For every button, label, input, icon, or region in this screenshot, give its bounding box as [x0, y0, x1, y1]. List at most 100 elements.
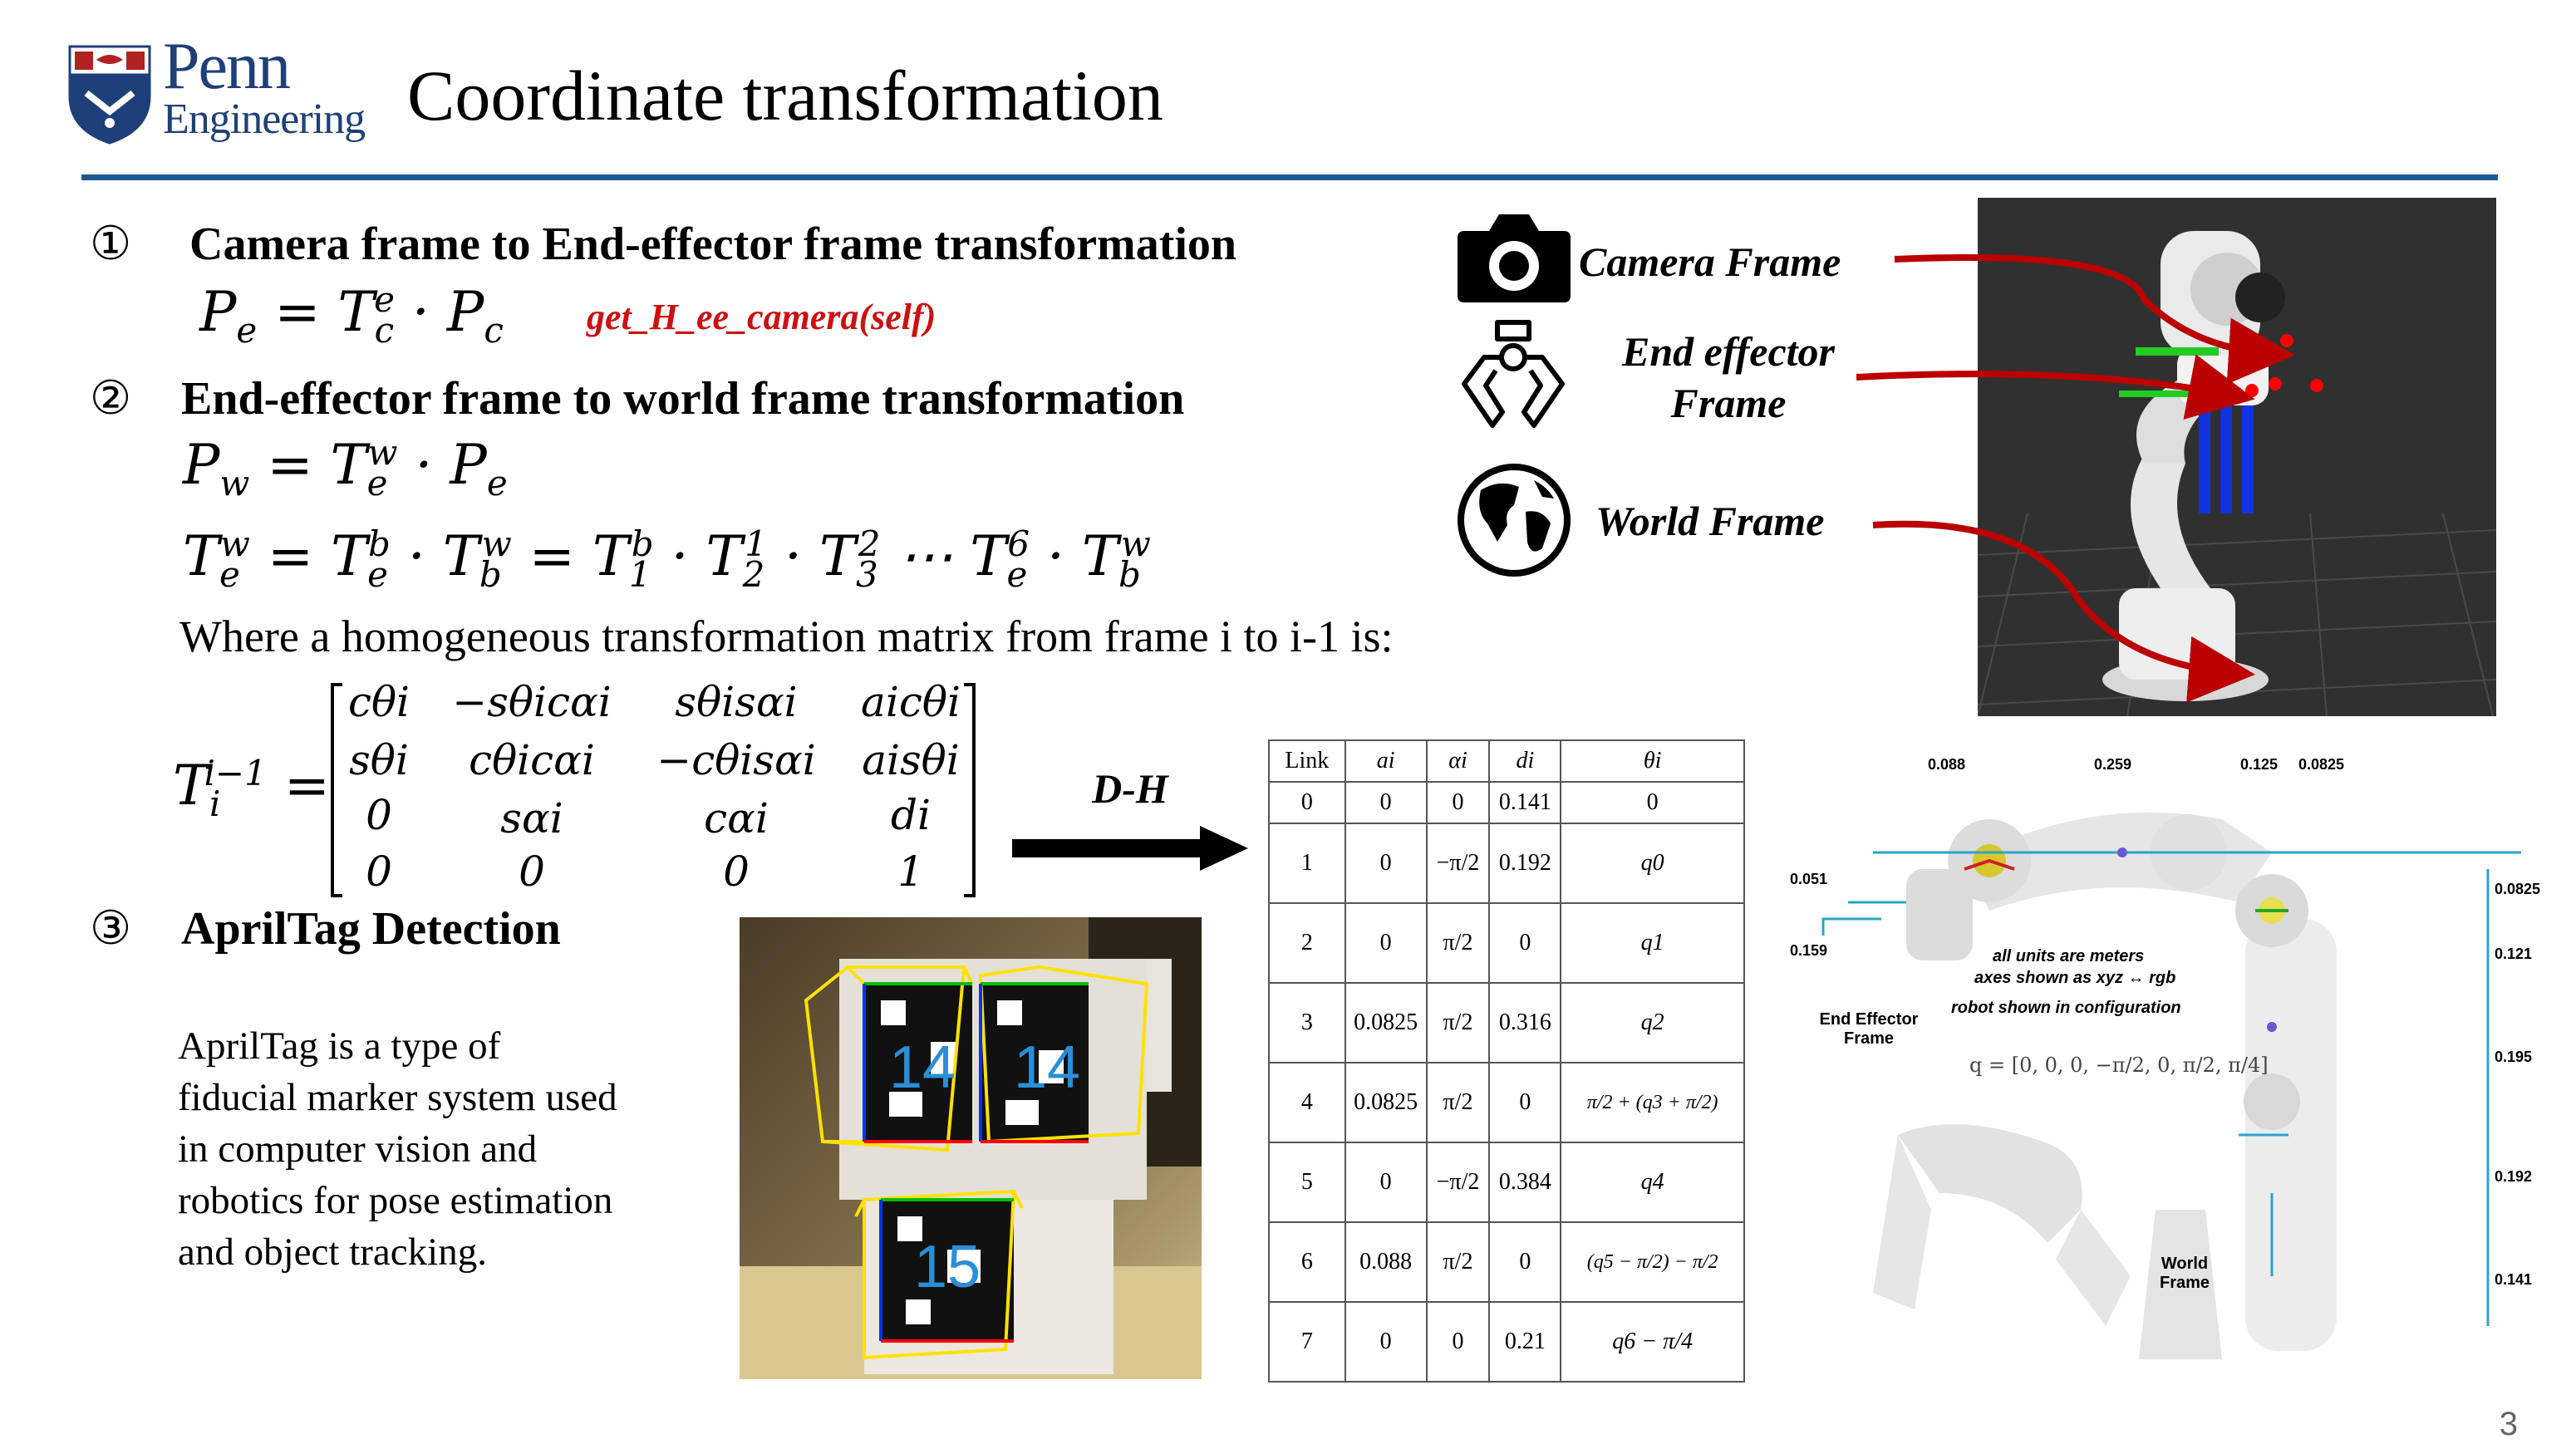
- world-frame-diagram-label: World Frame: [2139, 1255, 2230, 1293]
- paragraph-line: and object tracking.: [178, 1230, 487, 1274]
- page-number: 3: [2499, 1406, 2518, 1442]
- dh-table-header: Link ai αi di θi: [1268, 739, 1745, 783]
- table-cell: 0: [1560, 781, 1745, 824]
- matrix-cell: cθicαi: [469, 736, 595, 784]
- matrix-cell: 1: [897, 847, 924, 896]
- dim-label: 0.051: [1790, 871, 1828, 887]
- dh-header-cell: di: [1488, 739, 1562, 783]
- robot-rviz-image: [1978, 198, 2496, 716]
- table-cell: π/2 + (q3 + π/2): [1560, 1062, 1745, 1143]
- table-cell: q6 − π/4: [1560, 1301, 1745, 1383]
- dh-header-cell: Link: [1268, 739, 1346, 783]
- equation-chain: Tew = Teb · Tbw = T1b · T21 · T32 ⋯ Te6 …: [183, 523, 1151, 596]
- section-2-number: ②: [90, 373, 132, 425]
- matrix-cell: −sθicαi: [452, 678, 612, 726]
- table-cell: 5: [1268, 1142, 1346, 1223]
- ee-frame-line: Frame: [1843, 1029, 1895, 1048]
- table-cell: q1: [1560, 902, 1745, 984]
- world-frame-label: World Frame: [1595, 498, 1825, 544]
- apriltag-paragraph: AprilTag is a type of fiducial marker sy…: [178, 1020, 710, 1278]
- table-cell: q2: [1560, 982, 1745, 1063]
- logo-engineering-text: Engineering: [163, 96, 366, 143]
- matrix-cell: aicθi: [861, 678, 961, 726]
- table-cell: 0.088: [1344, 1221, 1428, 1303]
- logo-penn-text: Penn: [163, 30, 291, 103]
- dim-label: 0.159: [1790, 942, 1828, 959]
- table-cell: 0.384: [1488, 1142, 1562, 1223]
- apriltag-id: 14: [1013, 1034, 1081, 1101]
- paragraph-line: AprilTag is a type of: [178, 1024, 501, 1068]
- matrix-cell: di: [891, 791, 931, 839]
- note-units: all units are meters: [1993, 947, 2145, 965]
- camera-frame-label: Camera Frame: [1579, 238, 1841, 285]
- table-cell: 0.0825: [1344, 982, 1428, 1063]
- matrix-cell: 0: [519, 847, 545, 896]
- table-cell: 0: [1344, 1142, 1428, 1223]
- section-2-heading: End-effector frame to world frame transf…: [181, 373, 1185, 425]
- table-cell: 0: [1344, 781, 1428, 824]
- table-cell: (q5 − π/2) − π/2: [1560, 1221, 1745, 1303]
- table-cell: 4: [1268, 1062, 1346, 1143]
- slide-title: Coordinate transformation: [407, 56, 1163, 135]
- note-config: robot shown in configuration: [1951, 999, 2181, 1017]
- table-cell: 0.0825: [1344, 1062, 1428, 1143]
- matrix-cell: cθi: [347, 678, 410, 726]
- table-cell: 3: [1268, 982, 1346, 1063]
- dim-label: 0.0825: [2298, 756, 2345, 773]
- title-rule: [81, 174, 2498, 180]
- section-3-number: ③: [90, 903, 132, 955]
- dh-arrow-label: D-H: [1092, 765, 1168, 812]
- dim-label: 0.259: [2094, 756, 2132, 773]
- matrix-cell: 0: [366, 791, 392, 839]
- dim-label: 0.195: [2495, 1049, 2533, 1065]
- table-cell: 0: [1488, 1221, 1562, 1303]
- function-name: get_H_ee_camera(self): [587, 297, 937, 337]
- ee-frame-label: End Effector Frame: [1798, 1010, 1939, 1049]
- matrix-brackets: [331, 683, 976, 897]
- dh-header-cell: αi: [1425, 739, 1491, 783]
- end-effector-label-2: Frame: [1670, 380, 1787, 426]
- table-cell: −π/2: [1425, 1142, 1491, 1223]
- table-cell: 0.192: [1488, 823, 1562, 904]
- dim-label: 0.0825: [2495, 881, 2541, 897]
- dim-label: 0.088: [1928, 756, 1966, 773]
- table-cell: q4: [1560, 1142, 1745, 1223]
- matrix-cell: aisθi: [862, 736, 960, 784]
- apriltag-photo: 14 14 15: [740, 917, 1202, 1379]
- table-cell: 0: [1488, 1062, 1562, 1143]
- globe-icon: [1458, 464, 1571, 577]
- table-cell: 0: [1425, 781, 1491, 824]
- camera-icon: [1458, 214, 1571, 302]
- dim-label: 0.141: [2495, 1271, 2533, 1288]
- config-vector: q = [0, 0, 0, −π/2, 0, π/2, π/4]: [1969, 1054, 2269, 1077]
- equation-pe: Pe = Tce · Pc: [199, 279, 504, 351]
- table-cell: 0: [1425, 1301, 1491, 1383]
- paragraph-line: robotics for pose estimation: [178, 1179, 613, 1222]
- penn-shield-logo: [68, 45, 151, 145]
- table-cell: π/2: [1425, 1062, 1491, 1143]
- matrix-cell: sθi: [349, 736, 409, 784]
- table-cell: 0.21: [1488, 1301, 1562, 1383]
- table-cell: 0: [1344, 902, 1428, 984]
- table-cell: π/2: [1425, 902, 1491, 984]
- paragraph-line: fiducial marker system used: [178, 1076, 617, 1119]
- dh-header-cell: ai: [1344, 739, 1428, 783]
- robot-dimension-diagram: 0.088 0.259 0.125 0.0825 0.051 0.159 0.0…: [1773, 744, 2576, 1384]
- table-cell: −π/2: [1425, 823, 1491, 904]
- matrix-cell: −cθisαi: [656, 736, 816, 784]
- dim-label: 0.125: [2240, 756, 2279, 773]
- table-cell: 0.141: [1488, 781, 1562, 824]
- table-cell: 6: [1268, 1221, 1346, 1303]
- world-frame-line: World: [2161, 1255, 2209, 1273]
- table-cell: π/2: [1425, 1221, 1491, 1303]
- apriltag-id: 15: [913, 1234, 981, 1300]
- table-cell: π/2: [1425, 982, 1491, 1063]
